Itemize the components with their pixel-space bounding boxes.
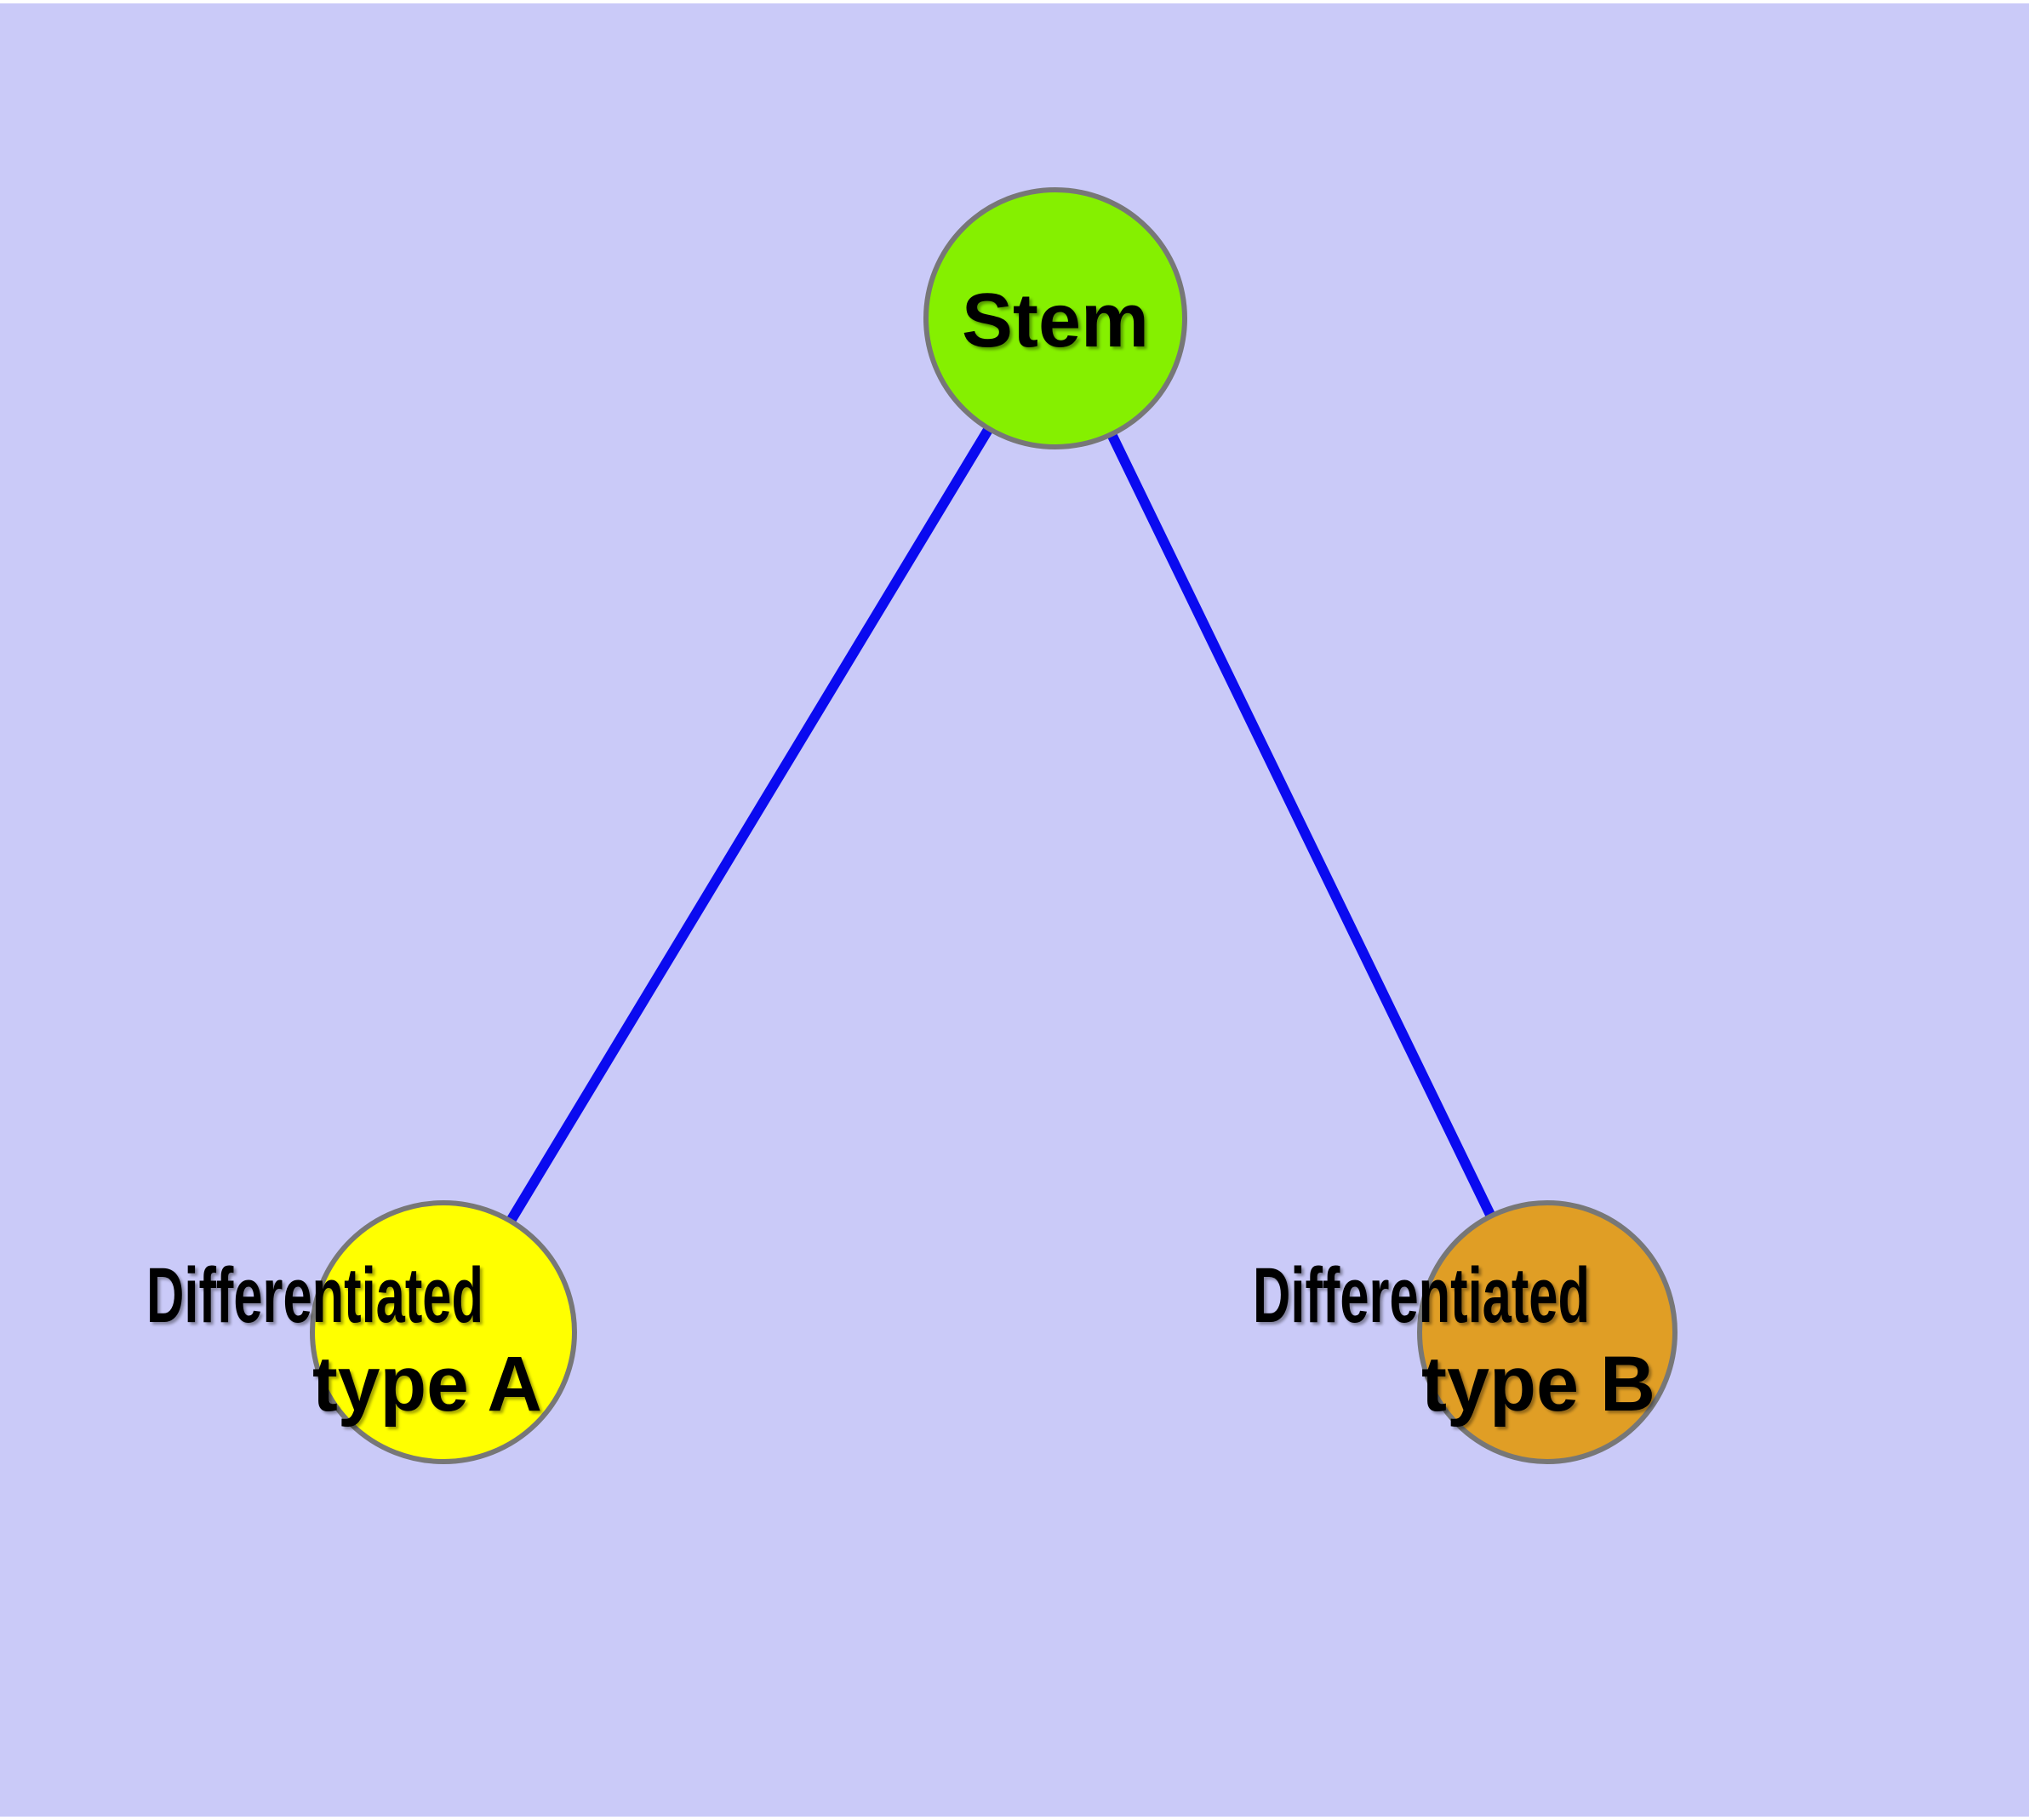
node-stem-label: Stem	[962, 278, 1149, 363]
node-type-b-label-line2: type B	[1421, 1341, 1655, 1428]
edge-layer	[438, 315, 1552, 1336]
node-type-b-label-line1: Differentiated	[1253, 1252, 1590, 1339]
edge-stem-to-type-b	[1050, 316, 1552, 1335]
node-type-a-circle	[310, 1200, 577, 1464]
edge-stem-to-type-a	[438, 315, 1060, 1336]
node-layer	[310, 187, 1677, 1464]
node-type-b-circle	[1417, 1200, 1677, 1464]
label-layer: Stem Differentiated type A Differentiate…	[146, 278, 1655, 1428]
node-type-a-label-line2: type A	[312, 1341, 542, 1428]
node-stem-circle	[923, 187, 1187, 449]
node-type-a-label-line1: Differentiated	[146, 1252, 483, 1339]
